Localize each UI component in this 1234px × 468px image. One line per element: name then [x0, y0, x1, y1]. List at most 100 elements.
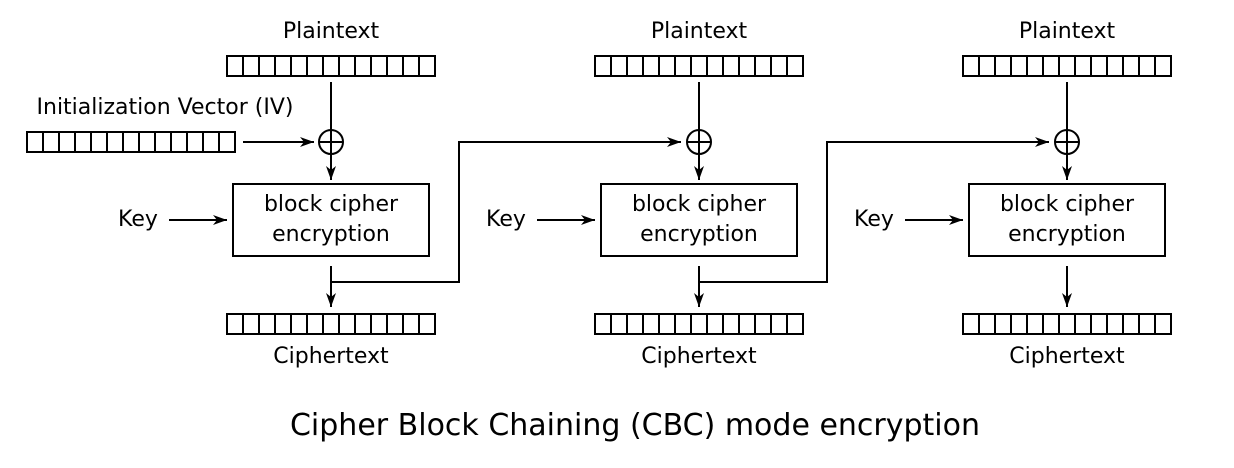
bit-cell	[1026, 55, 1044, 77]
bit-cell	[594, 55, 612, 77]
bit-cell	[338, 313, 356, 335]
bit-cell	[722, 313, 740, 335]
plaintext-register	[226, 55, 436, 77]
bit-cell	[738, 313, 756, 335]
bit-cell	[26, 131, 44, 153]
bit-cell	[690, 313, 708, 335]
bit-cell	[386, 55, 404, 77]
bit-cell	[242, 55, 260, 77]
bit-cell	[1122, 313, 1140, 335]
bit-cell	[978, 55, 996, 77]
bit-cell	[642, 313, 660, 335]
diagram-title: Cipher Block Chaining (CBC) mode encrypt…	[290, 408, 980, 443]
block-3: Plaintext Key block cipher encryption Ci…	[854, 19, 1172, 369]
bit-cell	[386, 313, 404, 335]
bit-cell	[658, 55, 676, 77]
bit-cell	[770, 313, 788, 335]
bit-cell	[994, 313, 1012, 335]
plaintext-register	[594, 55, 804, 77]
bit-cell	[738, 55, 756, 77]
block-cipher-box	[600, 183, 798, 257]
bit-cell	[658, 313, 676, 335]
bit-cell	[1154, 313, 1172, 335]
plaintext-label: Plaintext	[283, 19, 380, 44]
bit-cell	[226, 313, 244, 335]
bit-cell	[1106, 55, 1124, 77]
bit-cell	[242, 313, 260, 335]
chain-arrow	[331, 137, 681, 283]
bit-cell	[370, 313, 388, 335]
bit-cell	[402, 313, 420, 335]
bit-cell	[1074, 55, 1092, 77]
bit-cell	[1010, 313, 1028, 335]
chain-arrow	[699, 137, 1049, 283]
bit-cell	[226, 55, 244, 77]
iv-label: Initialization Vector (IV)	[37, 95, 294, 120]
ciphertext-register	[962, 313, 1172, 335]
bit-cell	[258, 55, 276, 77]
bit-cell	[690, 55, 708, 77]
bit-cell	[610, 55, 628, 77]
ciphertext-register	[226, 313, 436, 335]
bit-cell	[370, 55, 388, 77]
bit-cell	[706, 55, 724, 77]
bit-cell	[1138, 313, 1156, 335]
bit-cell	[770, 55, 788, 77]
key-label: Key	[854, 207, 894, 232]
block-cipher-box	[232, 183, 430, 257]
bit-cell	[626, 55, 644, 77]
bit-cell	[354, 55, 372, 77]
bit-cell	[58, 131, 76, 153]
block-1: Plaintext Key block cipher encryption Ci…	[118, 19, 436, 369]
bit-cell	[1106, 313, 1124, 335]
block-cipher-label: block cipher	[264, 192, 399, 217]
bit-cell	[186, 131, 204, 153]
ciphertext-register	[594, 313, 804, 335]
bit-cell	[978, 313, 996, 335]
bit-cell	[1042, 313, 1060, 335]
bit-cell	[1026, 313, 1044, 335]
bit-cell	[786, 55, 804, 77]
bit-cell	[1122, 55, 1140, 77]
bit-cell	[754, 55, 772, 77]
bit-cell	[594, 313, 612, 335]
bit-cell	[290, 313, 308, 335]
key-label: Key	[486, 207, 526, 232]
bit-cell	[154, 131, 172, 153]
bit-cell	[402, 55, 420, 77]
bit-cell	[74, 131, 92, 153]
bit-cell	[122, 131, 140, 153]
bit-cell	[170, 131, 188, 153]
bit-cell	[258, 313, 276, 335]
ciphertext-label: Ciphertext	[273, 344, 389, 369]
bit-cell	[722, 55, 740, 77]
encryption-label: encryption	[272, 222, 390, 247]
bit-cell	[306, 55, 324, 77]
bit-cell	[1138, 55, 1156, 77]
block-cipher-box	[968, 183, 1166, 257]
bit-cell	[418, 313, 436, 335]
block-cipher-label: block cipher	[632, 192, 767, 217]
bit-cell	[754, 313, 772, 335]
bit-cell	[418, 55, 436, 77]
encryption-label: encryption	[640, 222, 758, 247]
plaintext-label: Plaintext	[651, 19, 748, 44]
bit-cell	[962, 313, 980, 335]
bit-cell	[706, 313, 724, 335]
bit-cell	[1090, 313, 1108, 335]
bit-cell	[138, 131, 156, 153]
bit-cell	[994, 55, 1012, 77]
bit-cell	[962, 55, 980, 77]
block-2: Plaintext Key block cipher encryption Ci…	[486, 19, 804, 369]
bit-cell	[1010, 55, 1028, 77]
bit-cell	[290, 55, 308, 77]
bit-cell	[1090, 55, 1108, 77]
plaintext-register	[962, 55, 1172, 77]
bit-cell	[218, 131, 236, 153]
bit-cell	[1154, 55, 1172, 77]
bit-cell	[1058, 55, 1076, 77]
bit-cell	[1042, 55, 1060, 77]
ciphertext-label: Ciphertext	[1009, 344, 1125, 369]
iv-register	[26, 131, 236, 153]
